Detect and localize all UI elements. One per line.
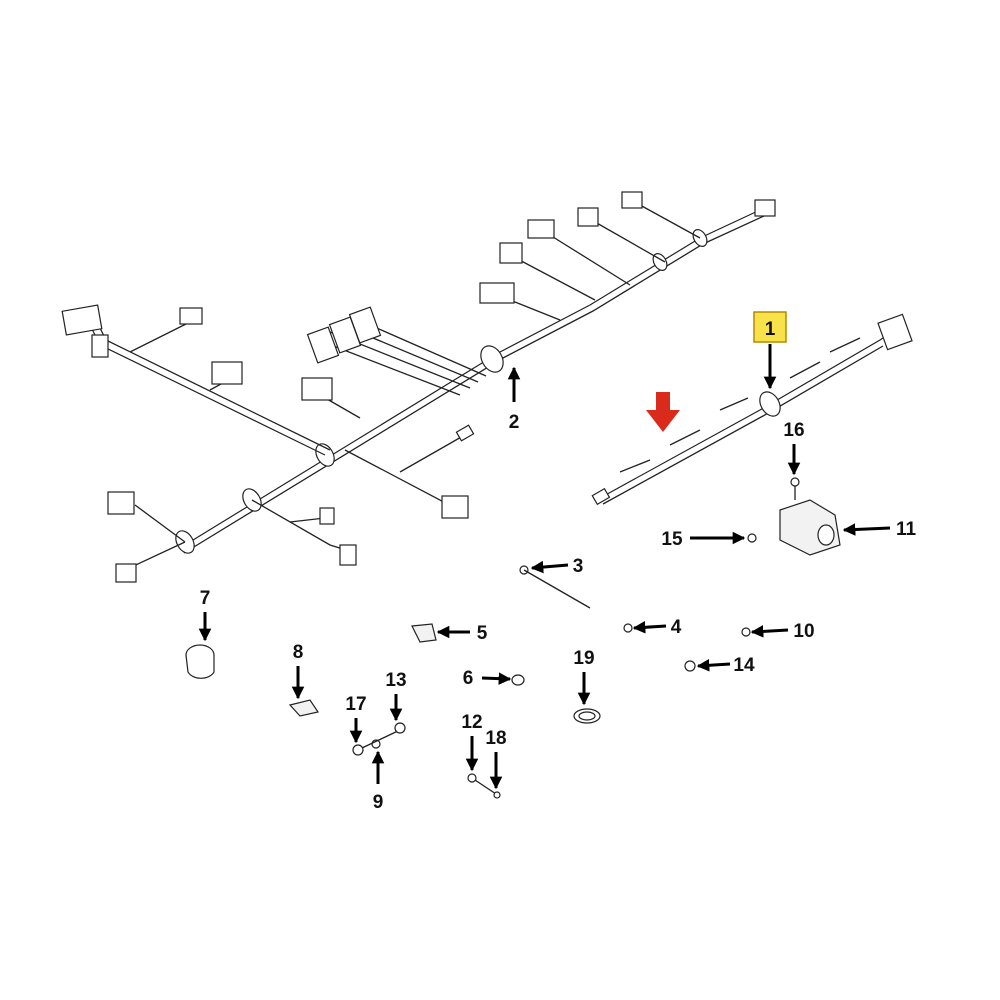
svg-text:17: 17 xyxy=(345,694,366,715)
svg-text:7: 7 xyxy=(200,588,211,609)
small-parts xyxy=(185,565,751,799)
callout-9: 9 xyxy=(371,750,385,813)
svg-text:1: 1 xyxy=(765,319,776,340)
svg-text:10: 10 xyxy=(793,621,814,642)
sub-wire-harness xyxy=(591,313,913,506)
svg-text:16: 16 xyxy=(783,420,804,441)
svg-text:13: 13 xyxy=(385,670,406,691)
main-wire-harness xyxy=(61,191,776,583)
callout-14: 14 xyxy=(696,655,755,676)
callout-6: 6 xyxy=(463,668,512,689)
svg-text:9: 9 xyxy=(373,792,384,813)
callout-16: 16 xyxy=(783,420,805,476)
multi-wire-bundle xyxy=(306,306,487,396)
callout-12: 12 xyxy=(461,712,483,772)
callout-13: 13 xyxy=(385,670,407,722)
svg-text:2: 2 xyxy=(509,412,520,433)
callout-19: 19 xyxy=(573,648,595,706)
callout-4: 4 xyxy=(632,617,682,638)
svg-text:18: 18 xyxy=(485,728,506,749)
svg-text:8: 8 xyxy=(293,642,304,663)
callout-1: 1 xyxy=(753,311,787,390)
svg-text:6: 6 xyxy=(463,668,474,689)
svg-text:14: 14 xyxy=(733,655,755,676)
callout-7: 7 xyxy=(198,588,212,642)
svg-text:4: 4 xyxy=(671,617,682,638)
callout-17: 17 xyxy=(345,694,367,744)
svg-text:12: 12 xyxy=(461,712,482,733)
callout-2: 2 xyxy=(507,366,521,433)
bracket-part-11 xyxy=(747,477,841,556)
callout-5: 5 xyxy=(436,623,488,644)
callout-8: 8 xyxy=(291,642,305,700)
svg-text:15: 15 xyxy=(661,529,683,550)
svg-text:3: 3 xyxy=(573,556,584,577)
red-down-arrow-icon xyxy=(646,392,680,432)
callout-15: 15 xyxy=(661,529,746,550)
callout-11: 11 xyxy=(842,519,917,540)
callout-10: 10 xyxy=(750,621,815,642)
svg-text:5: 5 xyxy=(477,623,488,644)
svg-text:19: 19 xyxy=(573,648,594,669)
callout-18: 18 xyxy=(485,728,507,790)
svg-text:11: 11 xyxy=(896,519,917,540)
callout-3: 3 xyxy=(530,556,584,577)
